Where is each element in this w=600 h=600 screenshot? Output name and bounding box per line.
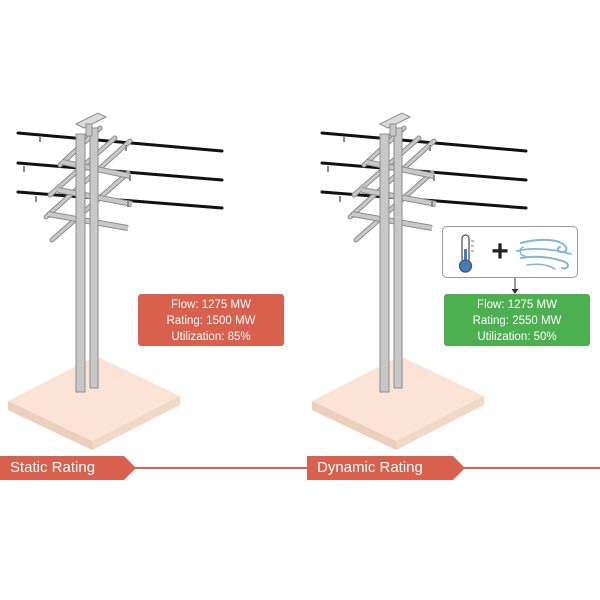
pole: [75, 133, 86, 393]
crossarm: [47, 212, 129, 230]
dynamic-flow-text: Flow: 1275 MW: [477, 299, 557, 311]
dynamic-label-rule: [463, 467, 600, 469]
dynamic-rating-info: Flow: 1275 MW Rating: 2550 MW Utilizatio…: [444, 294, 590, 346]
pole-cap: [85, 123, 93, 137]
pole-cap: [389, 123, 397, 137]
cross-brace: [348, 139, 436, 219]
pedestal-side: [8, 401, 92, 450]
static-utilization-text: Utilization: 85%: [171, 331, 251, 343]
pedestal-top: [312, 356, 484, 441]
dynamic-tower: [312, 112, 528, 450]
power-line: [320, 131, 528, 153]
dynamic-rating-text: Rating: 2550 MW: [472, 315, 562, 327]
thermometer-icon: [458, 234, 474, 273]
pole-cap: [378, 112, 412, 129]
power-line: [16, 131, 224, 153]
static-rating-info: Flow: 1275 MW Rating: 1500 MW Utilizatio…: [138, 294, 284, 346]
pedestal-side: [396, 396, 484, 450]
static-label-rule: [134, 467, 308, 469]
dynamic-utilization-text: Utilization: 50%: [477, 331, 557, 343]
weather-conditions-box: +: [442, 226, 578, 278]
connector-arrow-head: [511, 289, 519, 294]
pedestal-top: [8, 356, 180, 441]
cross-brace: [44, 139, 132, 219]
wind-icon: [516, 238, 572, 270]
static-flow-text: Flow: 1275 MW: [171, 299, 251, 311]
pole: [393, 127, 403, 389]
pole: [379, 133, 390, 393]
crossarm: [351, 212, 433, 230]
static-tower: [8, 112, 224, 450]
pole: [89, 127, 99, 389]
static-rating-label: Static Rating: [0, 456, 136, 480]
static-rating-text: Rating: 1500 MW: [166, 315, 256, 327]
plus-sign: +: [491, 235, 509, 268]
dynamic-rating-label: Dynamic Rating: [307, 456, 465, 480]
pedestal-side: [312, 401, 396, 450]
pole-cap: [74, 112, 108, 129]
pedestal-side: [92, 396, 180, 450]
